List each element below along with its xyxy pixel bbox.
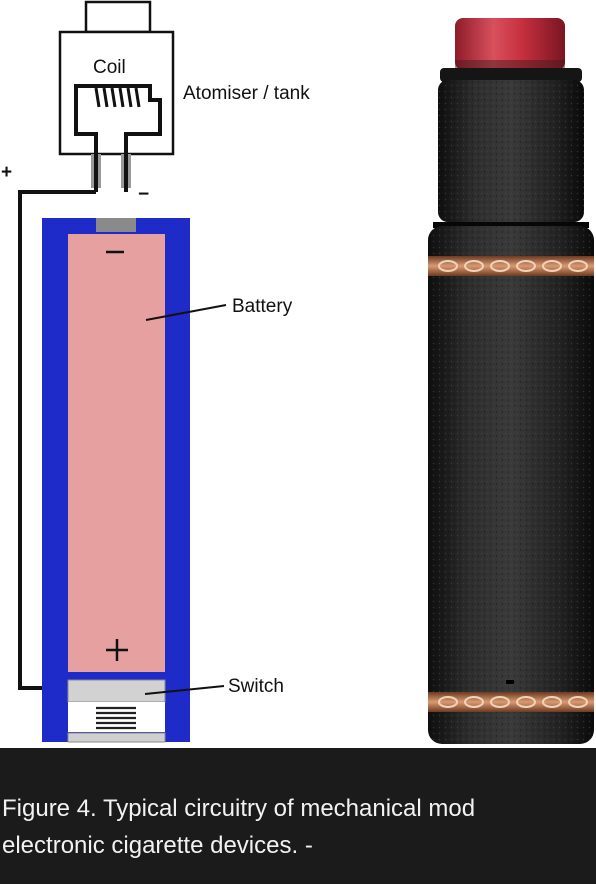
vent-hole xyxy=(506,680,514,684)
battery-cell xyxy=(68,234,165,672)
caption-line-2: electronic cigarette devices. - xyxy=(2,832,313,859)
atomiser-top-cap xyxy=(84,0,152,34)
circuit-diagram: Coil Atomiser / tank Battery Switch + − xyxy=(1,0,594,744)
battery-plus-sign xyxy=(106,639,128,661)
figure-caption: Figure 4. Typical circuitry of mechanica… xyxy=(2,790,582,864)
atomiser-label: Atomiser / tank xyxy=(183,83,310,104)
battery-assembly xyxy=(42,218,190,743)
mechanical-mod-illustration xyxy=(428,18,594,744)
battery-top-contact xyxy=(96,218,136,232)
switch-label: Switch xyxy=(228,676,284,697)
battery-leader-line xyxy=(145,304,227,321)
switch-leader-line xyxy=(144,685,225,695)
spring-icon xyxy=(96,706,136,730)
plus-wire-label: + xyxy=(1,162,12,183)
drip-tip xyxy=(455,18,565,70)
caption-line-1: Figure 4. Typical circuitry of mechanica… xyxy=(2,795,476,822)
copper-band-bottom xyxy=(428,692,594,712)
switch-bottom-button xyxy=(67,732,166,743)
battery-label: Battery xyxy=(232,296,293,317)
atomiser-cap xyxy=(440,68,582,82)
coil-windings xyxy=(94,87,141,108)
switch-plate xyxy=(67,679,166,703)
atomiser-tank xyxy=(58,0,175,192)
coil-icon xyxy=(74,84,162,145)
caption-bar: Figure 4. Typical circuitry of mechanica… xyxy=(0,748,596,884)
minus-wire-label: − xyxy=(138,184,149,205)
copper-band-top xyxy=(428,256,594,276)
figure-area: Coil Atomiser / tank Battery Switch + − xyxy=(1,0,594,744)
coil-label: Coil xyxy=(93,57,126,78)
